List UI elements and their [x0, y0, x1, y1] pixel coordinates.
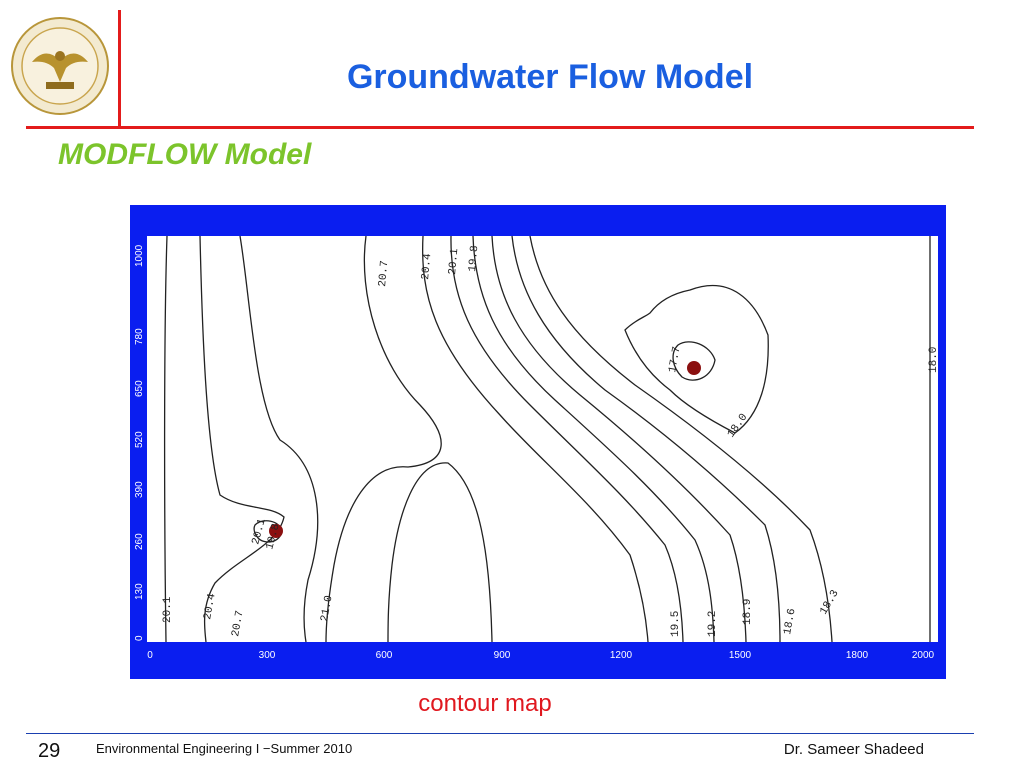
x-tick-label: 300 [259, 650, 276, 661]
footer-rule [26, 733, 974, 734]
map-frame-left [130, 205, 147, 679]
y-tick-label: 390 [134, 481, 145, 498]
author-name: Dr. Sameer Shadeed [783, 741, 924, 758]
contour-label: 19.8 [467, 245, 481, 272]
contour-label: 19.2 [707, 611, 719, 637]
well-marker [687, 361, 701, 375]
course-name: Environmental Engineering I −Summer 2010 [96, 741, 353, 756]
contour-map: 20.1 20.4 20.7 21.0 19.5 19.2 18.9 18.6 … [130, 205, 946, 679]
contour-label: 20.1 [447, 248, 461, 276]
contour-label: 18.9 [742, 599, 754, 625]
contour-label: 20.7 [377, 260, 391, 287]
header-vertical-rule [118, 10, 121, 128]
y-tick-label: 520 [134, 431, 145, 448]
x-tick-label: 1200 [610, 650, 633, 661]
slide-title: Groundwater Flow Model [346, 58, 754, 96]
page-number: 29 [38, 740, 61, 762]
x-tick-label: 600 [376, 650, 393, 661]
x-tick-label: 2000 [912, 650, 935, 661]
y-tick-label: 650 [134, 380, 145, 397]
y-tick-label: 130 [134, 583, 145, 600]
contour-label: 20.4 [202, 592, 218, 620]
contour-label: 17.7 [667, 346, 683, 374]
contour-label: 19.5 [670, 611, 682, 637]
y-tick-label: 780 [134, 328, 145, 345]
x-tick-label: 900 [494, 650, 511, 661]
map-plot-area [147, 236, 938, 642]
map-caption: contour map [418, 690, 552, 717]
x-tick-label: 1800 [846, 650, 869, 661]
x-tick-label: 0 [147, 650, 153, 661]
university-seal-icon [10, 16, 110, 116]
map-frame-right [938, 205, 946, 679]
map-frame-bottom [130, 642, 946, 679]
contour-label: 18.6 [782, 608, 798, 636]
slide-subtitle: MODFLOW Model [58, 138, 312, 171]
contour-label: 20.7 [230, 610, 246, 638]
y-tick-label: 260 [134, 533, 145, 550]
contour-label: 18.0 [928, 347, 940, 373]
y-tick-label: 1000 [134, 244, 145, 267]
well-marker [269, 524, 283, 538]
contour-label: 20.1 [162, 596, 174, 623]
map-frame-top [130, 205, 946, 236]
x-tick-label: 1500 [729, 650, 752, 661]
contour-label: 21.0 [319, 595, 335, 623]
y-tick-label: 0 [134, 635, 145, 641]
contour-label: 20.4 [420, 253, 434, 281]
header-horizontal-rule [26, 126, 974, 129]
